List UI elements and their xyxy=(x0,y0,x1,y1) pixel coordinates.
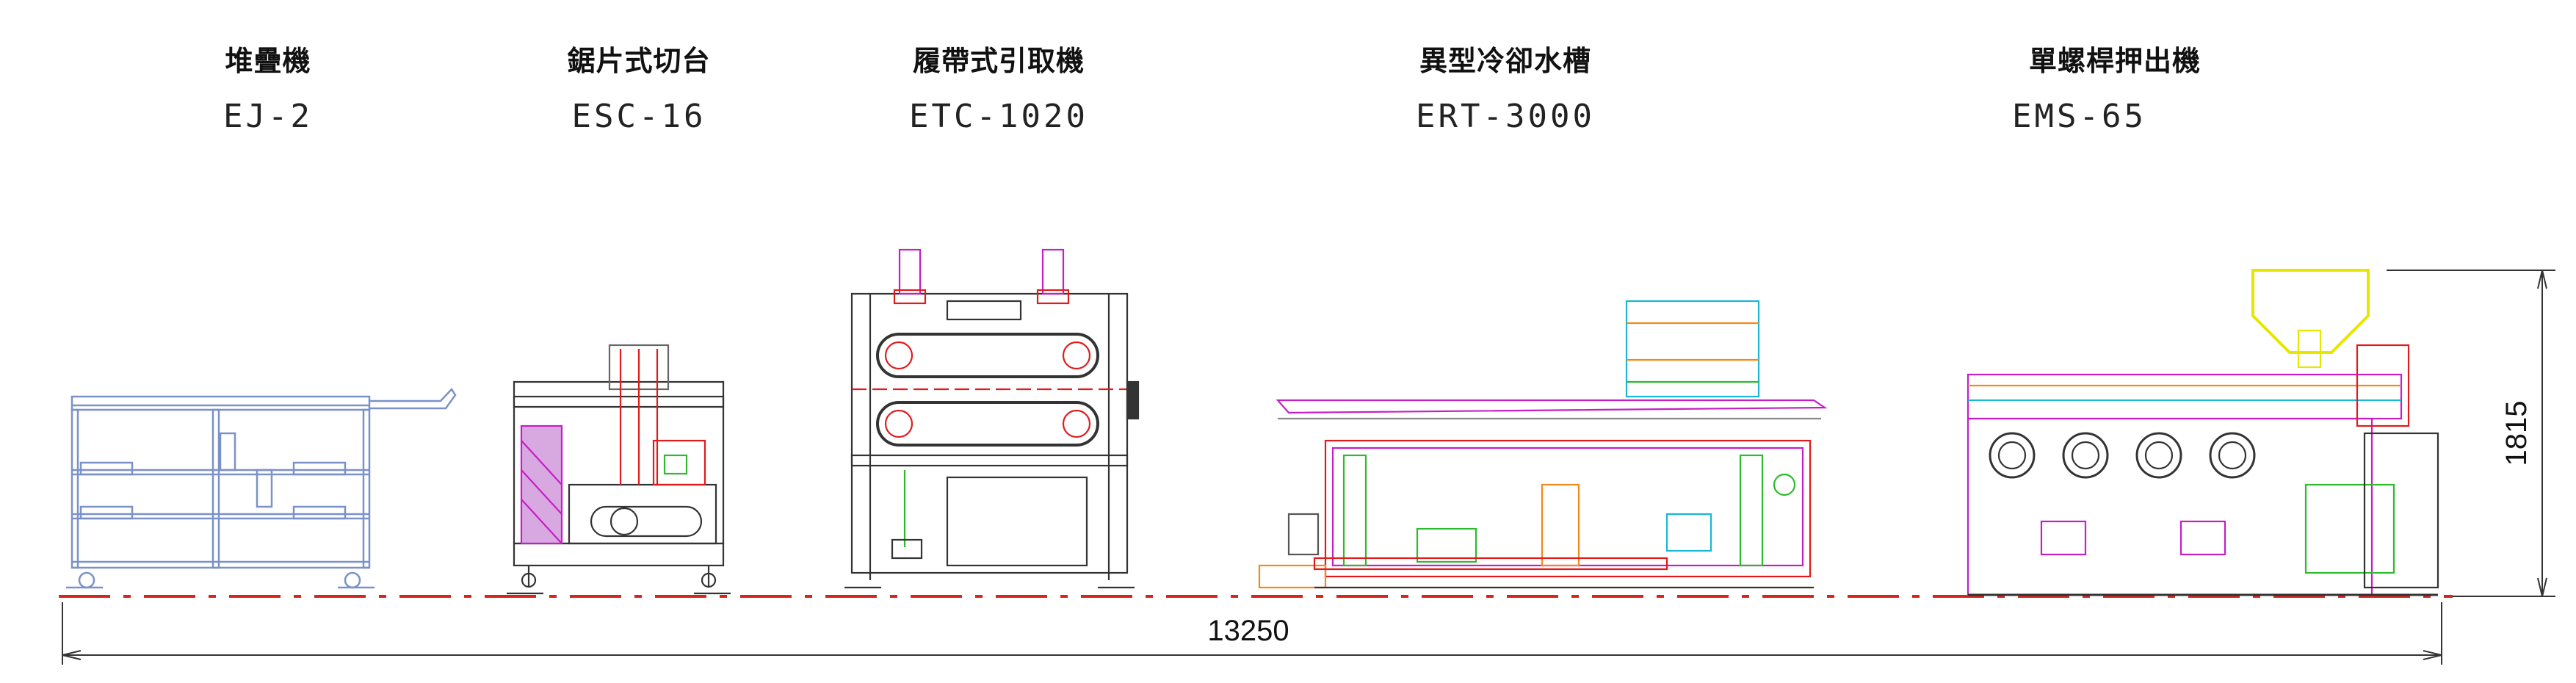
haul-off-machine xyxy=(844,248,1140,589)
machine-name: 履帶式引取機 xyxy=(912,45,1085,77)
machine-label-stacker: 堆疊機 EJ-2 xyxy=(187,38,349,135)
cooling-tank-machine xyxy=(1258,300,1828,589)
machine-name: 鋸片式切台 xyxy=(567,45,711,77)
machine-label-haul-off: 履帶式引取機 ETC-1020 xyxy=(881,38,1116,135)
machine-model: EJ-2 xyxy=(223,98,313,135)
stacker-machine xyxy=(66,387,457,589)
machine-model: ERT-3000 xyxy=(1416,98,1595,135)
saw-cutter-machine xyxy=(507,344,731,595)
machine-model: EMS-65 xyxy=(2012,98,2146,135)
length-dimension-value: 13250 xyxy=(1207,615,1289,647)
machine-label-saw-cutter: 鋸片式切台 ESC-16 xyxy=(529,38,749,135)
machine-model: ESC-16 xyxy=(571,98,706,135)
length-dimension xyxy=(62,602,2442,665)
machine-name: 單螺桿押出機 xyxy=(2028,45,2201,77)
height-dimension xyxy=(2387,270,2555,597)
extruder-machine xyxy=(1967,269,2439,596)
machine-name: 異型冷卻水槽 xyxy=(1419,45,1591,77)
machine-name: 堆疊機 xyxy=(225,45,311,77)
machine-label-cooling-tank: 異型冷卻水槽 ERT-3000 xyxy=(1381,38,1630,135)
machine-label-extruder: 單螺桿押出機 EMS-65 xyxy=(1983,38,2247,135)
height-dimension-value: 1815 xyxy=(2500,401,2533,466)
machine-model: ETC-1020 xyxy=(909,98,1088,135)
